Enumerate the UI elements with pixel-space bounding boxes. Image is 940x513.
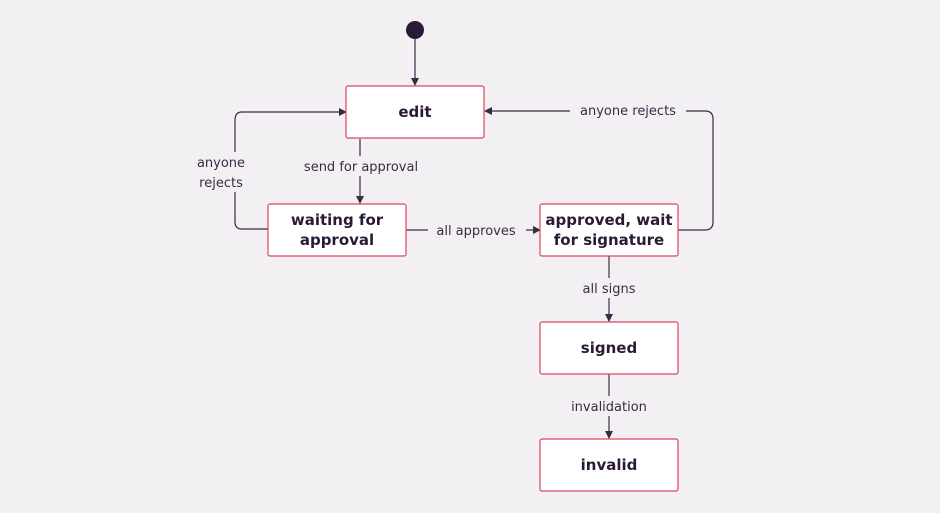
state-waiting-label-line2: approval: [300, 231, 374, 249]
state-edit[interactable]: edit: [345, 85, 485, 139]
initial-state-dot: [406, 21, 424, 39]
state-approved-label-line1: approved, wait: [545, 211, 672, 229]
edge-approved-to-edit: [484, 107, 714, 231]
edge-label-all-signs: all signs: [583, 282, 636, 297]
edge-label-anyone-rejects-right: anyone rejects: [580, 104, 676, 119]
state-invalid[interactable]: invalid: [539, 438, 679, 492]
state-approved-label-line2: for signature: [554, 231, 664, 249]
state-waiting-for-approval[interactable]: waiting for approval: [267, 203, 407, 257]
state-edit-label: edit: [398, 103, 431, 121]
state-waiting-label-line1: waiting for: [291, 211, 384, 229]
edge-label-invalidation: invalidation: [571, 400, 647, 415]
edge-label-anyone-rejects-left-line1: anyone: [197, 156, 245, 171]
state-signed[interactable]: signed: [539, 321, 679, 375]
edge-label-all-approves: all approves: [436, 224, 515, 239]
state-invalid-label: invalid: [581, 456, 638, 474]
edge-label-send-for-approval: send for approval: [304, 160, 418, 175]
state-approved-wait-for-signature[interactable]: approved, wait for signature: [539, 203, 679, 257]
state-signed-label: signed: [581, 339, 637, 357]
edge-label-anyone-rejects-left-line2: rejects: [199, 176, 243, 191]
